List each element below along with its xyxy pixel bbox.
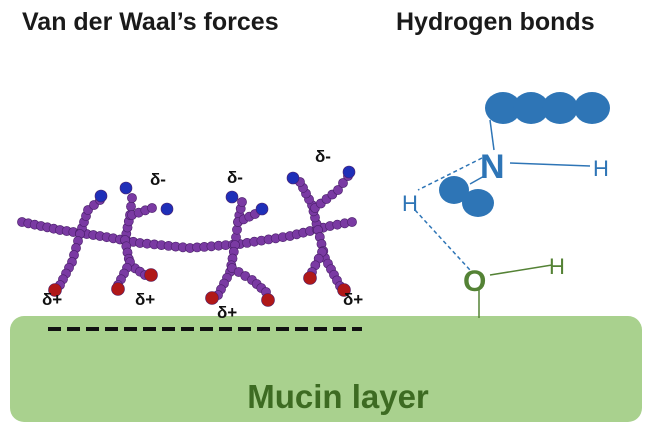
mucin-layer	[10, 316, 642, 422]
partial-positive-group	[337, 283, 351, 297]
partial-negative-group	[255, 202, 269, 216]
partial-negative-group	[342, 165, 356, 179]
bond-line	[489, 264, 553, 276]
partial-negative-label: δ-	[227, 168, 243, 187]
carbon-chain-atom	[542, 92, 578, 124]
hydrogen-atom-label: H	[402, 191, 418, 216]
polymer-chain	[17, 165, 357, 307]
partial-negative-label: δ-	[150, 170, 166, 189]
partial-positive-label: δ+	[343, 290, 363, 309]
partial-negative-group	[94, 189, 108, 203]
polymer-bead	[347, 217, 357, 227]
polymer-bead	[126, 201, 136, 212]
carbon-chain-atom	[485, 92, 521, 124]
polymer-bead	[237, 197, 247, 207]
partial-negative-group	[119, 181, 133, 195]
polymer-bead	[338, 178, 348, 188]
hydrogen-atom-label: H	[549, 254, 565, 279]
van-der-waals-title: Van der Waal’s forces	[22, 8, 279, 36]
carbon-chain-atom	[574, 92, 610, 124]
bond-line	[469, 174, 487, 185]
partial-positive-group	[48, 283, 62, 297]
partial-positive-group	[144, 268, 158, 282]
polymer-bead	[147, 203, 157, 213]
partial-negative-group	[160, 202, 174, 216]
hydrogen-bond-dashed	[417, 157, 483, 191]
partial-positive-group	[261, 293, 275, 307]
mucin-layer-label: Mucin layer	[247, 378, 429, 415]
substituent-atom	[462, 189, 494, 217]
partial-negative-group	[286, 171, 300, 185]
partial-positive-group	[303, 271, 317, 285]
hydrogen-bond-molecule: N H H O H	[402, 92, 610, 318]
partial-positive-label: δ+	[135, 290, 155, 309]
hydrogen-bond-dashed	[414, 209, 471, 271]
partial-negative-label: δ-	[315, 147, 331, 166]
partial-positive-group	[205, 291, 219, 305]
nitrogen-atom-label: N	[480, 148, 505, 186]
oxygen-atom-label: O	[463, 265, 486, 298]
partial-positive-label: δ+	[42, 290, 62, 309]
hydrogen-bonds-title: Hydrogen bonds	[396, 8, 595, 36]
carbon-chain-atom	[513, 92, 549, 124]
polymer-bead	[333, 185, 343, 195]
hydrogen-atom-label: H	[593, 156, 609, 181]
bond-line	[509, 162, 591, 167]
partial-negative-group	[225, 190, 239, 204]
substituent-atom	[439, 176, 469, 204]
bond-line	[489, 119, 495, 151]
partial-positive-label: δ+	[217, 303, 237, 322]
polymer-bead	[127, 193, 137, 203]
partial-positive-group	[111, 282, 125, 296]
